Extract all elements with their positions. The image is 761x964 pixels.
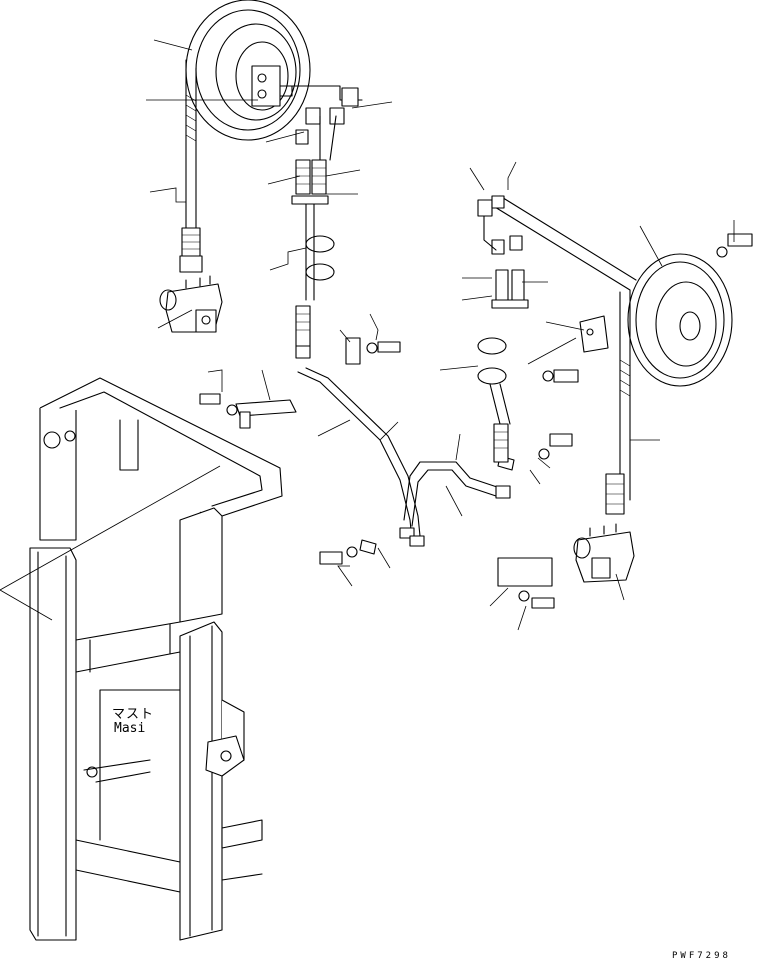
mast-label-japanese: マスト: [112, 707, 155, 722]
drawing-code: PWF7298: [672, 951, 731, 961]
left-valve-block: [159, 275, 223, 333]
leader-lines: [0, 39, 735, 631]
center-pipes: [297, 367, 511, 547]
left-hose-reel: [179, 0, 311, 273]
right-hose-assembly: [477, 195, 529, 463]
mast-frame: [29, 377, 283, 941]
mast-label-english: Masi: [114, 721, 146, 736]
left-hose-assembly: [289, 85, 363, 359]
right-hose-reel: [489, 195, 733, 515]
right-valve-block: [573, 523, 635, 583]
